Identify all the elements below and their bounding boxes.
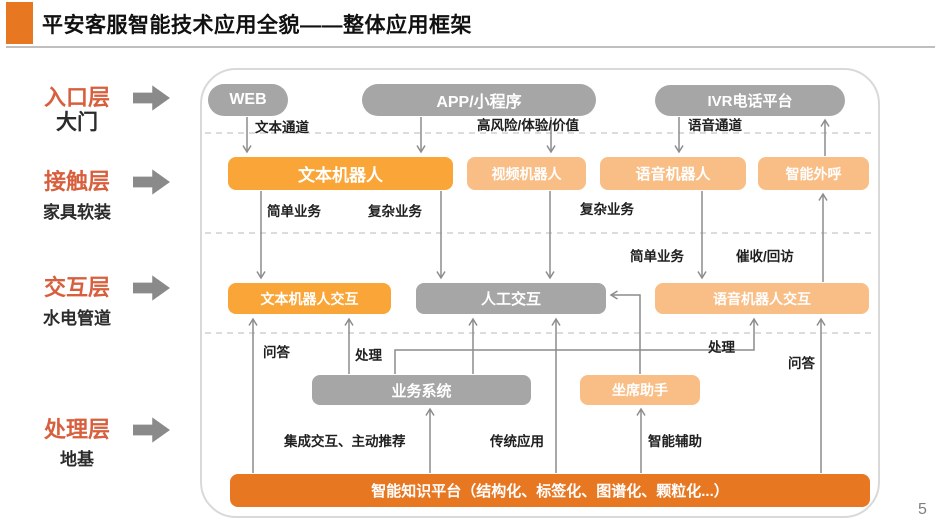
node-knowledge-platform: 智能知识平台（结构化、标签化、图谱化、颗粒化...）: [230, 474, 870, 507]
edge-label-voice-channel: 语音通道: [688, 118, 742, 133]
edge-label-traditional-app: 传统应用: [490, 434, 544, 449]
layer-label-entry: 入口层: [43, 85, 110, 110]
node-business-system: 业务系统: [312, 375, 531, 405]
node-app-miniprogram: APP/小程序: [362, 84, 596, 116]
node-text-robot: 文本机器人: [228, 157, 453, 190]
edge-label-qa-left: 问答: [263, 345, 290, 360]
edge-assistant-to-human: [611, 295, 640, 374]
layer-sublabel-interaction: 水电管道: [43, 309, 111, 328]
layer-sublabel-processing: 地基: [60, 450, 94, 469]
node-voice-robot: 语音机器人: [600, 157, 746, 190]
title-underline: [6, 46, 935, 48]
node-video-robot: 视频机器人: [467, 157, 586, 190]
edge-label-collection-callback: 催收/回访: [736, 249, 794, 264]
edge-label-complex-biz-video: 复杂业务: [580, 202, 634, 217]
title-accent-bar: [6, 2, 33, 44]
edge-label-text-channel: 文本通道: [255, 120, 309, 135]
node-smart-outbound: 智能外呼: [758, 157, 869, 190]
edge-label-integrated-push: 集成交互、主动推荐: [284, 434, 406, 449]
node-text-robot-interaction: 文本机器人交互: [228, 283, 391, 314]
node-human-interaction: 人工交互: [416, 283, 606, 314]
node-web: WEB: [208, 84, 288, 116]
node-ivr-platform: IVR电话平台: [655, 85, 845, 116]
edge-label-qa-right: 问答: [788, 356, 815, 371]
page-number: 5: [918, 501, 927, 518]
layer-label-processing: 处理层: [43, 417, 110, 442]
edge-label-simple-biz-voice: 简单业务: [630, 249, 684, 264]
layer-label-interaction: 交互层: [43, 275, 110, 300]
edge-label-complex-biz-text: 复杂业务: [368, 204, 422, 219]
edge-label-handle-right: 处理: [708, 340, 735, 355]
layer-sublabel-contact: 家具软装: [43, 203, 111, 222]
layer-sublabel-entry: 大门: [56, 111, 98, 134]
edge-label-simple-biz-text: 简单业务: [267, 204, 321, 219]
edge-business-to-voice-interaction: [395, 319, 754, 374]
edge-label-smart-assist: 智能辅助: [648, 434, 702, 449]
node-agent-assistant: 坐席助手: [580, 375, 700, 405]
edge-label-handle-left: 处理: [355, 348, 382, 363]
page-title: 平安客服智能技术应用全貌——整体应用框架: [42, 14, 472, 37]
edge-label-high-risk-value: 高风险/体验/价值: [477, 118, 580, 133]
layer-label-contact: 接触层: [43, 169, 110, 194]
node-voice-robot-interaction: 语音机器人交互: [655, 283, 869, 314]
